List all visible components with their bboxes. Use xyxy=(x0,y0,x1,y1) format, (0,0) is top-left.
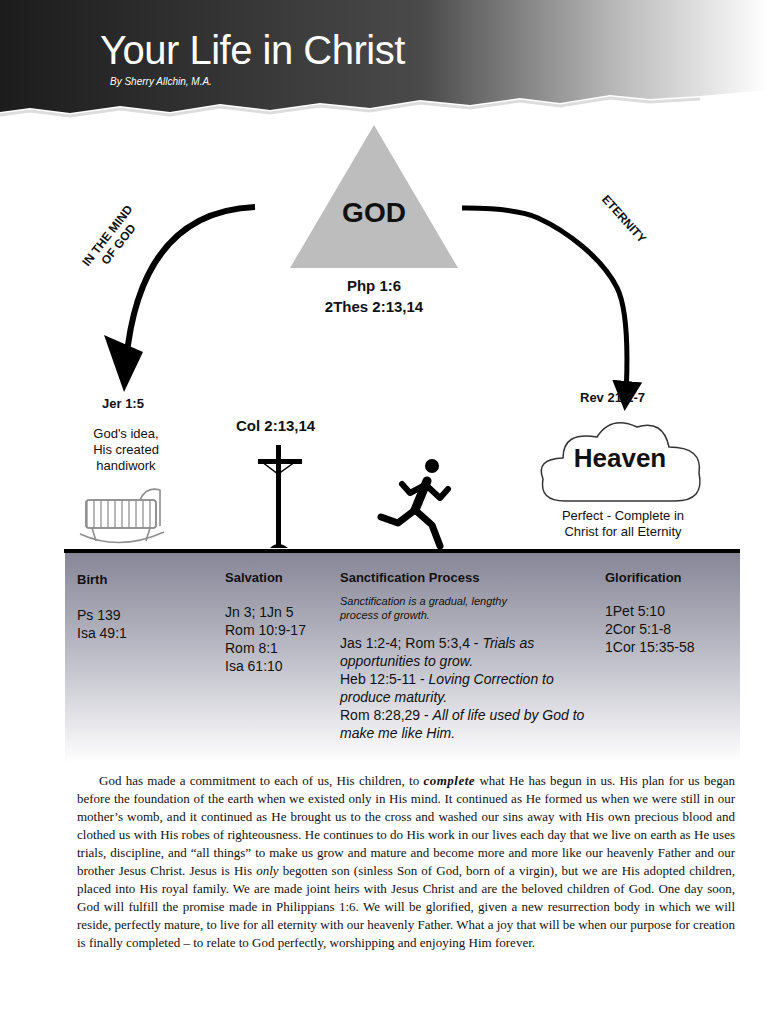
table-cell-group: Ps 139Isa 49:1 xyxy=(77,606,207,642)
column-heading: Glorification xyxy=(605,570,735,585)
scripture-ref-group: Rev 21:2-7 xyxy=(580,390,690,405)
table-cell: Isa 61:10 xyxy=(225,657,335,675)
node-text-line: Heaven xyxy=(535,443,705,474)
arc-label: IN THE MIND OF GOD xyxy=(74,195,153,285)
cross xyxy=(258,445,302,548)
torn-edge xyxy=(0,98,700,116)
table-cell: Rom 10:9-17 xyxy=(225,621,335,639)
note-text-group: God's idea, His created handiwork xyxy=(84,426,168,474)
scripture-ref: Col 2:13,14 xyxy=(236,415,356,436)
body-text: what He has begun in us. His plan for us… xyxy=(77,773,735,878)
column-heading: Birth xyxy=(77,572,207,587)
title-group: Your Life in Christ xyxy=(100,28,405,73)
note-text-group: Perfect - Complete in Christ for all Ete… xyxy=(548,508,698,540)
edge-label-group: ETERNITY xyxy=(585,177,662,261)
table-cell: 1Pet 5:10 xyxy=(605,602,735,620)
column-heading-group: Salvation xyxy=(225,570,335,585)
scripture-ref-group: Col 2:13,14 xyxy=(236,415,356,436)
author-line-group: By Sherry Allchin, M.A. xyxy=(110,76,330,87)
table-cell: Rom 8:28,29 - xyxy=(340,707,433,723)
table-cell: 2Cor 5:1-8 xyxy=(605,620,735,638)
scripture-ref: Php 1:6 xyxy=(294,275,454,296)
mind-arrowhead xyxy=(104,335,143,392)
flow-arrow xyxy=(462,208,627,405)
node-text-line: GOD xyxy=(290,197,458,229)
column-note-group: Sanctification is a gradual, lengthy pro… xyxy=(340,594,510,622)
table-cell: Isa 49:1 xyxy=(77,624,207,642)
note-text: Perfect - Complete in Christ for all Ete… xyxy=(548,508,698,540)
arc-label-group: IN THE MIND OF GOD xyxy=(74,195,153,285)
god-triangle: GOD xyxy=(290,125,458,268)
edge-group xyxy=(462,208,627,405)
scripture-ref: Jer 1:5 xyxy=(102,396,192,411)
scripture-ref: Rev 21:2-7 xyxy=(580,390,690,405)
time-band xyxy=(65,551,740,763)
arc-label: ETERNITY xyxy=(585,177,662,261)
god-triangle-shape xyxy=(290,125,458,268)
column-heading-group: Glorification xyxy=(605,570,735,585)
table-cell: Jn 3; 1Jn 5 xyxy=(225,603,335,621)
author-line: By Sherry Allchin, M.A. xyxy=(110,76,330,87)
table-cell: 1Cor 15:35-58 xyxy=(605,638,735,656)
body-text: God has made a commitment to each of us,… xyxy=(99,773,423,788)
node-label: Heaven xyxy=(574,443,667,474)
scripture-ref: 2Thes 2:13,14 xyxy=(294,296,454,317)
body-text-group: God has made a commitment to each of us,… xyxy=(77,772,735,952)
column-heading: Salvation xyxy=(225,570,335,585)
node-label: GOD xyxy=(342,197,406,229)
note-text: God's idea, His created handiwork xyxy=(84,426,168,474)
table-cell: Rom 8:1 xyxy=(225,639,335,657)
table-cell-group: Jn 3; 1Jn 5Rom 10:9-17Rom 8:1Isa 61:10 xyxy=(225,603,335,675)
table-cell-group: Rom 8:28,29 - All of life used by God to… xyxy=(340,706,596,742)
torn-header xyxy=(0,0,768,113)
body-text: only xyxy=(256,863,278,878)
column-heading-group: Sanctification Process xyxy=(340,570,600,585)
table-cell: Ps 139 xyxy=(77,606,207,624)
table-cell: Heb 12:5-11 - xyxy=(340,671,428,687)
page-title: Your Life in Christ xyxy=(100,28,405,73)
scripture-ref-group: Jer 1:5 xyxy=(102,396,192,411)
table-cell-group: 1Pet 5:102Cor 5:1-81Cor 15:35-58 xyxy=(605,602,735,656)
heaven-cloud-shape xyxy=(541,423,700,501)
table-cell-group: Heb 12:5-11 - Loving Correction to produ… xyxy=(340,670,596,706)
body-text: complete xyxy=(423,773,475,788)
column-note: Sanctification is a gradual, lengthy pro… xyxy=(340,594,510,622)
mind-arc xyxy=(126,207,255,362)
column-heading-group: Birth xyxy=(77,572,207,587)
column-heading: Sanctification Process xyxy=(340,570,600,585)
table-cell: Jas 1:2-4; Rom 5:3,4 - xyxy=(340,635,482,651)
scripture-ref-group: Php 1:62Thes 2:13,14 xyxy=(294,275,454,317)
heaven-cloud: Heaven xyxy=(535,413,705,508)
ground-line xyxy=(64,549,740,553)
runner xyxy=(381,459,448,546)
cradle xyxy=(80,489,164,542)
god-triangle-outline xyxy=(290,125,458,268)
table-cell-group: Jas 1:2-4; Rom 5:3,4 - Trials as opportu… xyxy=(340,634,596,670)
